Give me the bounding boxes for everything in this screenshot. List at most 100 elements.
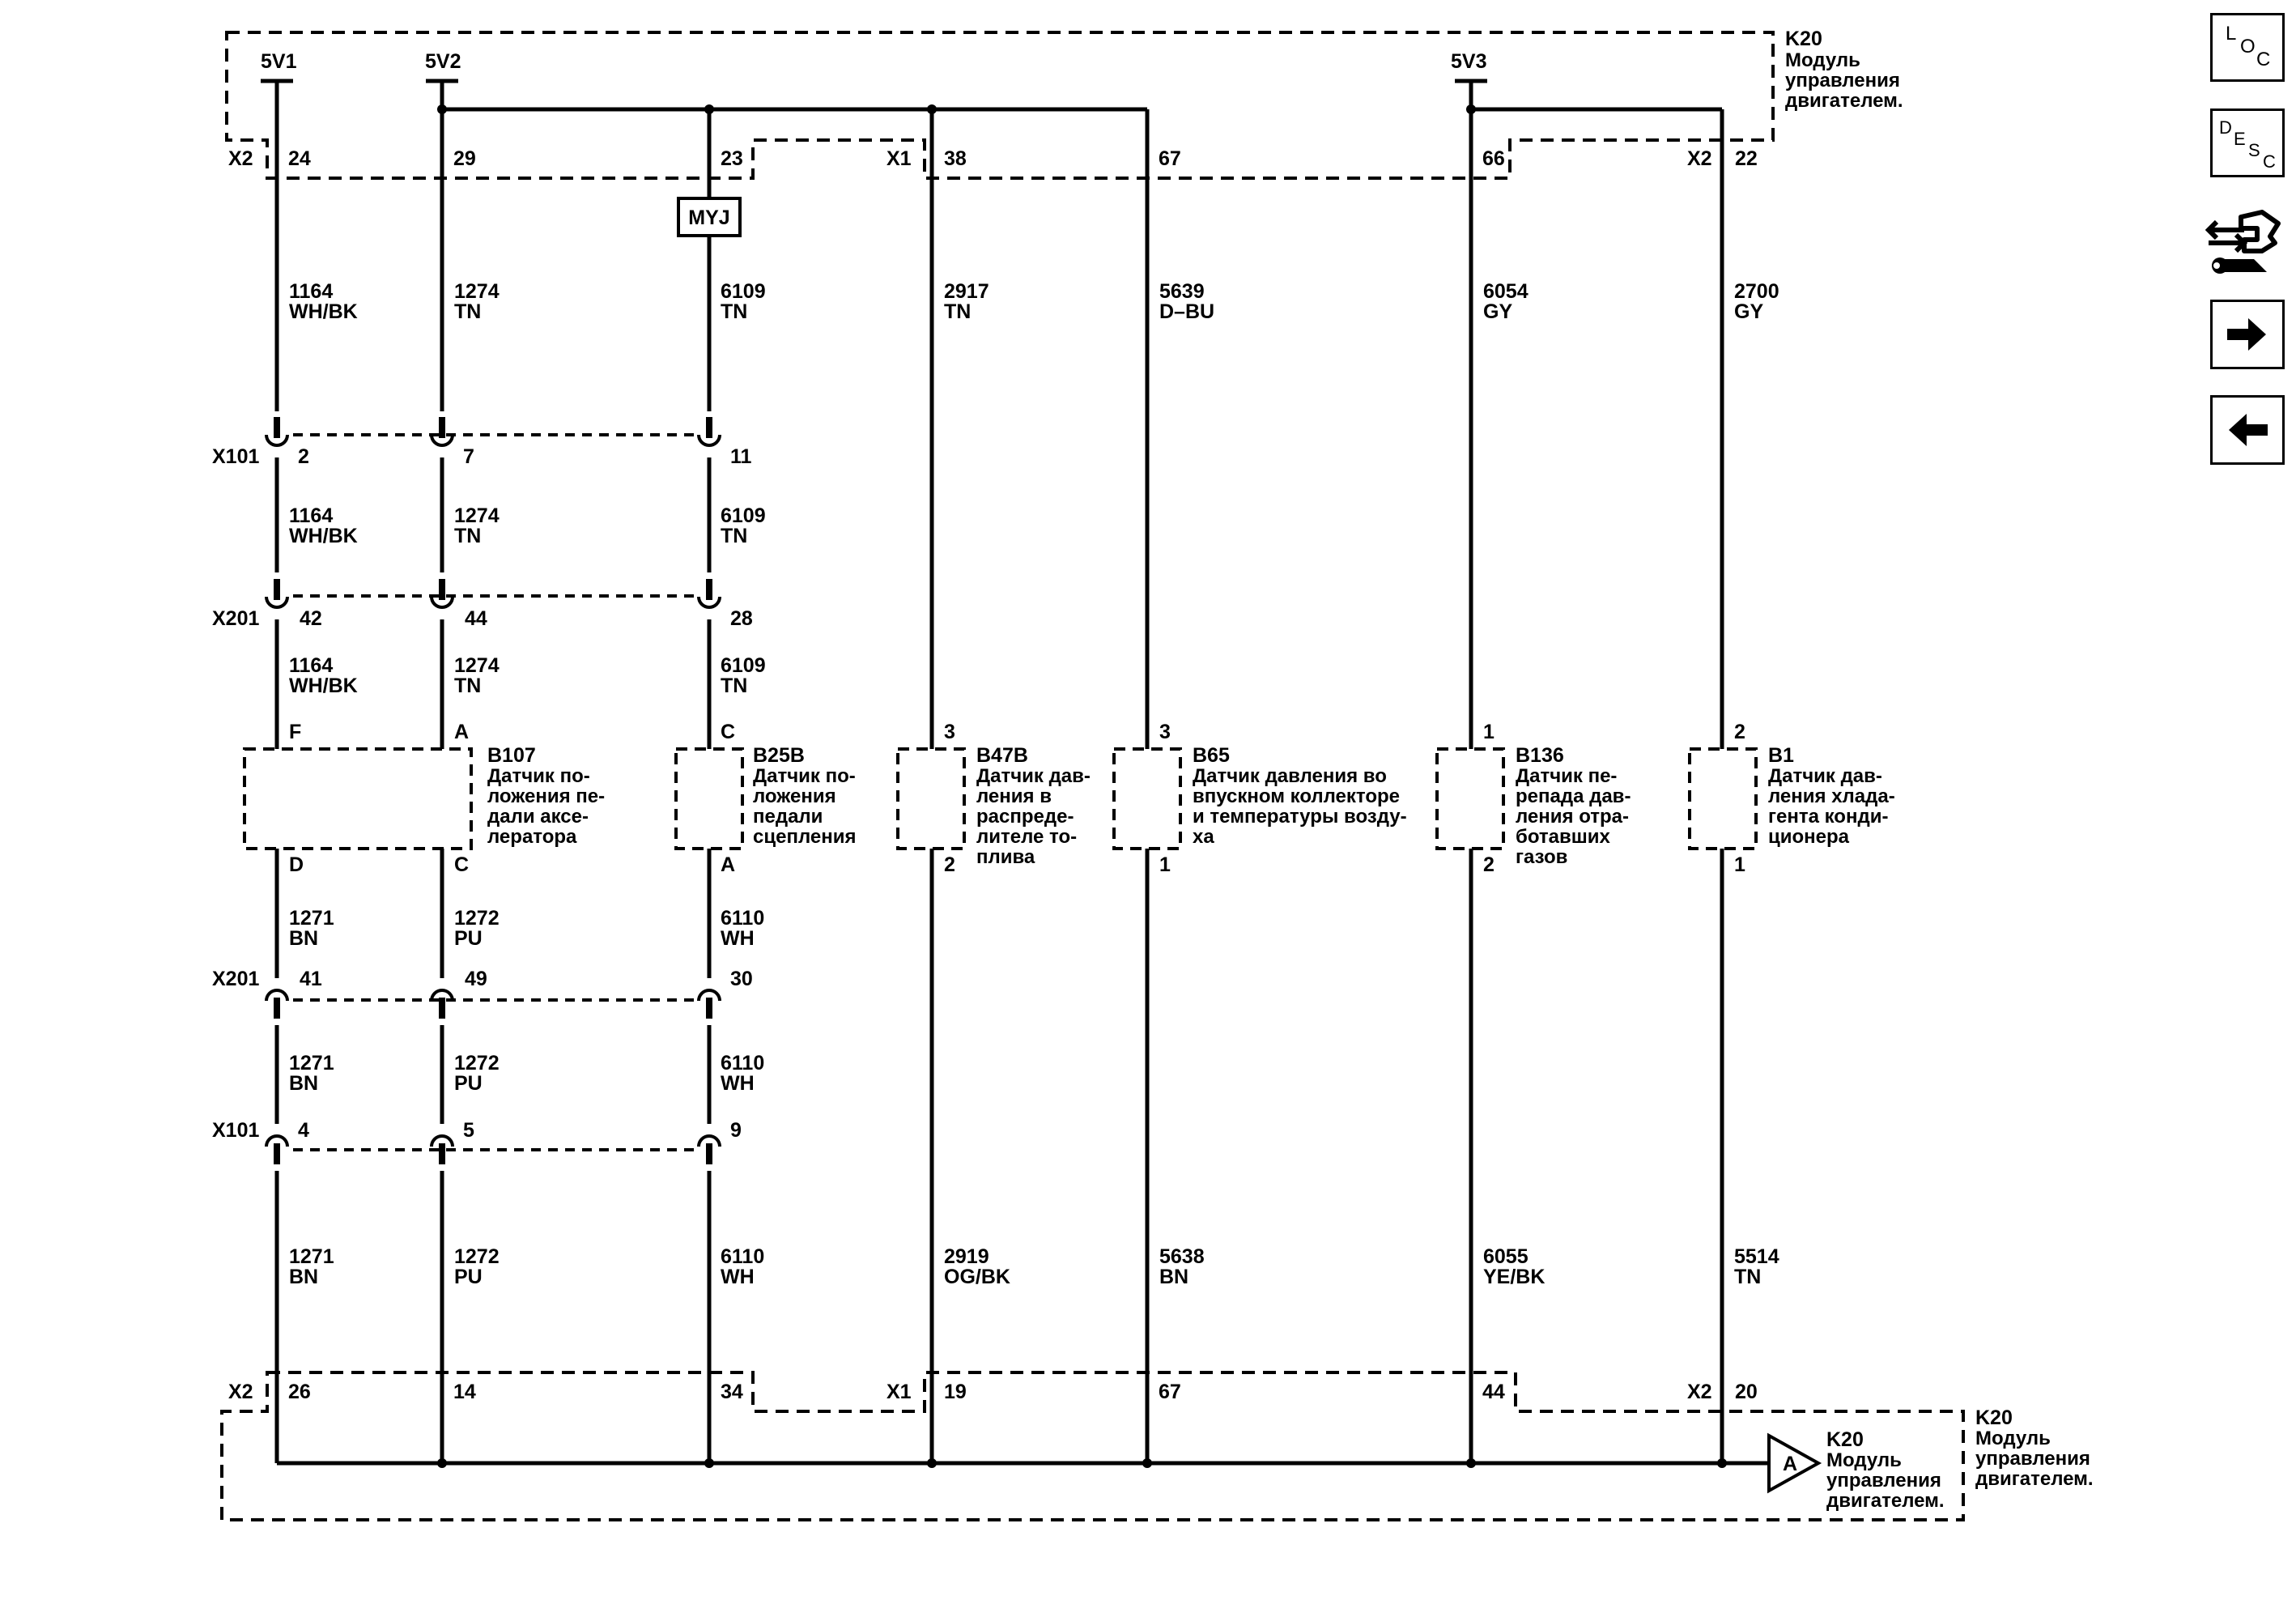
- k20-top-name-line3: двигателем.: [1785, 90, 1903, 112]
- svg-text:Датчик по-: Датчик по-: [753, 765, 856, 787]
- x201-upper-terminals: [265, 577, 721, 609]
- pin-bottom-44: 44: [1482, 1381, 1505, 1403]
- svg-text:Датчик пе-: Датчик пе-: [1516, 765, 1617, 787]
- svg-text:F: F: [289, 721, 301, 743]
- connector-tool-icon[interactable]: [2205, 201, 2288, 280]
- svg-text:C: C: [454, 853, 469, 876]
- svg-text:1271: 1271: [289, 907, 334, 930]
- wires: [274, 81, 1724, 1463]
- svg-text:2917: 2917: [944, 280, 989, 303]
- svg-text:лератора: лератора: [487, 826, 577, 848]
- sensor-b47b-label: B47B Датчик дав- ления в распреде- лител…: [976, 744, 1091, 868]
- wire-labels-mid1: 1164 WH/BK 1274 TN 6109 TN: [289, 504, 766, 547]
- wire-labels-low2: 1271 BN 1272 PU 6110 WH: [289, 1052, 764, 1095]
- pin-bottom-20: 20: [1735, 1381, 1758, 1403]
- svg-text:D–BU: D–BU: [1159, 300, 1214, 323]
- x101-lower-pin-4: 4: [298, 1119, 309, 1142]
- x101-upper-terminals: [265, 415, 721, 447]
- svg-text:WH: WH: [721, 1072, 755, 1095]
- svg-text:PU: PU: [454, 1072, 483, 1095]
- svg-text:1272: 1272: [454, 1052, 500, 1074]
- conn-x201-upper: X201: [212, 607, 259, 630]
- svg-text:1164: 1164: [289, 280, 333, 303]
- svg-text:ления отра-: ления отра-: [1516, 806, 1629, 828]
- svg-text:WH/BK: WH/BK: [289, 525, 358, 547]
- svg-text:C: C: [721, 721, 735, 743]
- loc-button[interactable]: L O C: [2210, 13, 2285, 82]
- pin-bottom-19: 19: [944, 1381, 967, 1403]
- svg-text:дали аксе-: дали аксе-: [487, 806, 589, 828]
- ground-k20-line2: управления: [1826, 1470, 1941, 1491]
- svg-text:6109: 6109: [721, 654, 766, 677]
- loc-letter-l: L: [2226, 23, 2236, 45]
- svg-text:3: 3: [944, 721, 955, 743]
- supply-5v3: 5V3: [1451, 50, 1486, 73]
- pin-bottom-14: 14: [453, 1381, 476, 1403]
- k20-bottom-id: K20: [1975, 1406, 2013, 1429]
- svg-text:1: 1: [1734, 853, 1745, 876]
- ground-ref-triangle: [1767, 1432, 1822, 1494]
- svg-text:1164: 1164: [289, 504, 333, 527]
- svg-text:B25B: B25B: [753, 744, 805, 767]
- pin-top-38: 38: [944, 147, 967, 170]
- svg-text:5514: 5514: [1734, 1245, 1779, 1268]
- svg-text:сцепления: сцепления: [753, 826, 856, 848]
- svg-text:B1: B1: [1768, 744, 1794, 767]
- conn-x101-upper: X101: [212, 445, 259, 468]
- svg-text:Датчик по-: Датчик по-: [487, 765, 590, 787]
- conn-x201-lower: X201: [212, 968, 259, 990]
- svg-text:GY: GY: [1483, 300, 1512, 323]
- k20-top-id: K20: [1785, 28, 1822, 50]
- svg-text:A: A: [454, 721, 469, 743]
- supply-5v2: 5V2: [425, 50, 461, 73]
- svg-text:PU: PU: [454, 1266, 483, 1288]
- back-button[interactable]: [2210, 395, 2285, 465]
- svg-text:BN: BN: [289, 1266, 318, 1288]
- svg-text:BN: BN: [289, 1072, 318, 1095]
- sensor-b136-label: B136 Датчик пе- репада дав- ления отра- …: [1516, 744, 1631, 868]
- svg-text:гента конди-: гента конди-: [1768, 806, 1888, 828]
- svg-text:BN: BN: [289, 927, 318, 950]
- pin-top-66: 66: [1482, 147, 1505, 170]
- svg-text:и температуры возду-: и температуры возду-: [1193, 806, 1407, 828]
- sensor-b107-label: B107 Датчик по- ложения пе- дали аксе- л…: [487, 744, 605, 848]
- desc-button[interactable]: D E S C: [2210, 109, 2285, 177]
- svg-text:2: 2: [944, 853, 955, 876]
- loc-letter-c: C: [2256, 49, 2270, 70]
- svg-text:5638: 5638: [1159, 1245, 1205, 1268]
- x101-lower-pin-5: 5: [463, 1119, 474, 1142]
- pin-top-22: 22: [1735, 147, 1758, 170]
- x201-lower-terminals: [265, 989, 721, 1020]
- svg-text:1164: 1164: [289, 654, 333, 677]
- svg-text:6109: 6109: [721, 504, 766, 527]
- wire-labels-top: 1164 WH/BK 1274 TN 6109 TN 2917 TN 5639 …: [289, 280, 1779, 323]
- supply-5v1: 5V1: [261, 50, 297, 73]
- svg-text:3: 3: [1159, 721, 1171, 743]
- x101-upper-pin-7: 7: [463, 445, 474, 468]
- svg-text:репада дав-: репада дав-: [1516, 785, 1631, 807]
- svg-text:педали: педали: [753, 806, 823, 828]
- svg-text:1274: 1274: [454, 654, 500, 677]
- pin-bottom-26: 26: [288, 1381, 311, 1403]
- svg-text:ционера: ционера: [1768, 826, 1850, 848]
- svg-text:A: A: [721, 853, 735, 876]
- svg-text:WH/BK: WH/BK: [289, 300, 358, 323]
- x101-upper-pin-11: 11: [730, 445, 752, 468]
- arrow-right-icon: [2227, 318, 2266, 351]
- svg-text:5639: 5639: [1159, 280, 1205, 303]
- x201-upper-pin-44: 44: [465, 607, 487, 630]
- svg-text:ботавших: ботавших: [1516, 826, 1611, 848]
- splice-label: MYJ: [688, 206, 729, 229]
- pin-top-23: 23: [721, 147, 743, 170]
- k20-bottom-name-line1: Модуль: [1975, 1428, 2051, 1449]
- desc-letter-e: E: [2234, 129, 2246, 149]
- splice-box: [677, 197, 742, 237]
- k20-top-name-line2: управления: [1785, 70, 1900, 91]
- pin-top-67: 67: [1159, 147, 1181, 170]
- sensor-pins-top: F A C 3 3 1 2: [289, 721, 1745, 743]
- svg-text:YE/BK: YE/BK: [1483, 1266, 1545, 1288]
- svg-text:WH/BK: WH/BK: [289, 674, 358, 697]
- x101-lower-pin-9: 9: [730, 1119, 742, 1142]
- wire-labels-mid2: 1164 WH/BK 1274 TN 6109 TN: [289, 654, 766, 697]
- forward-button[interactable]: [2210, 300, 2285, 369]
